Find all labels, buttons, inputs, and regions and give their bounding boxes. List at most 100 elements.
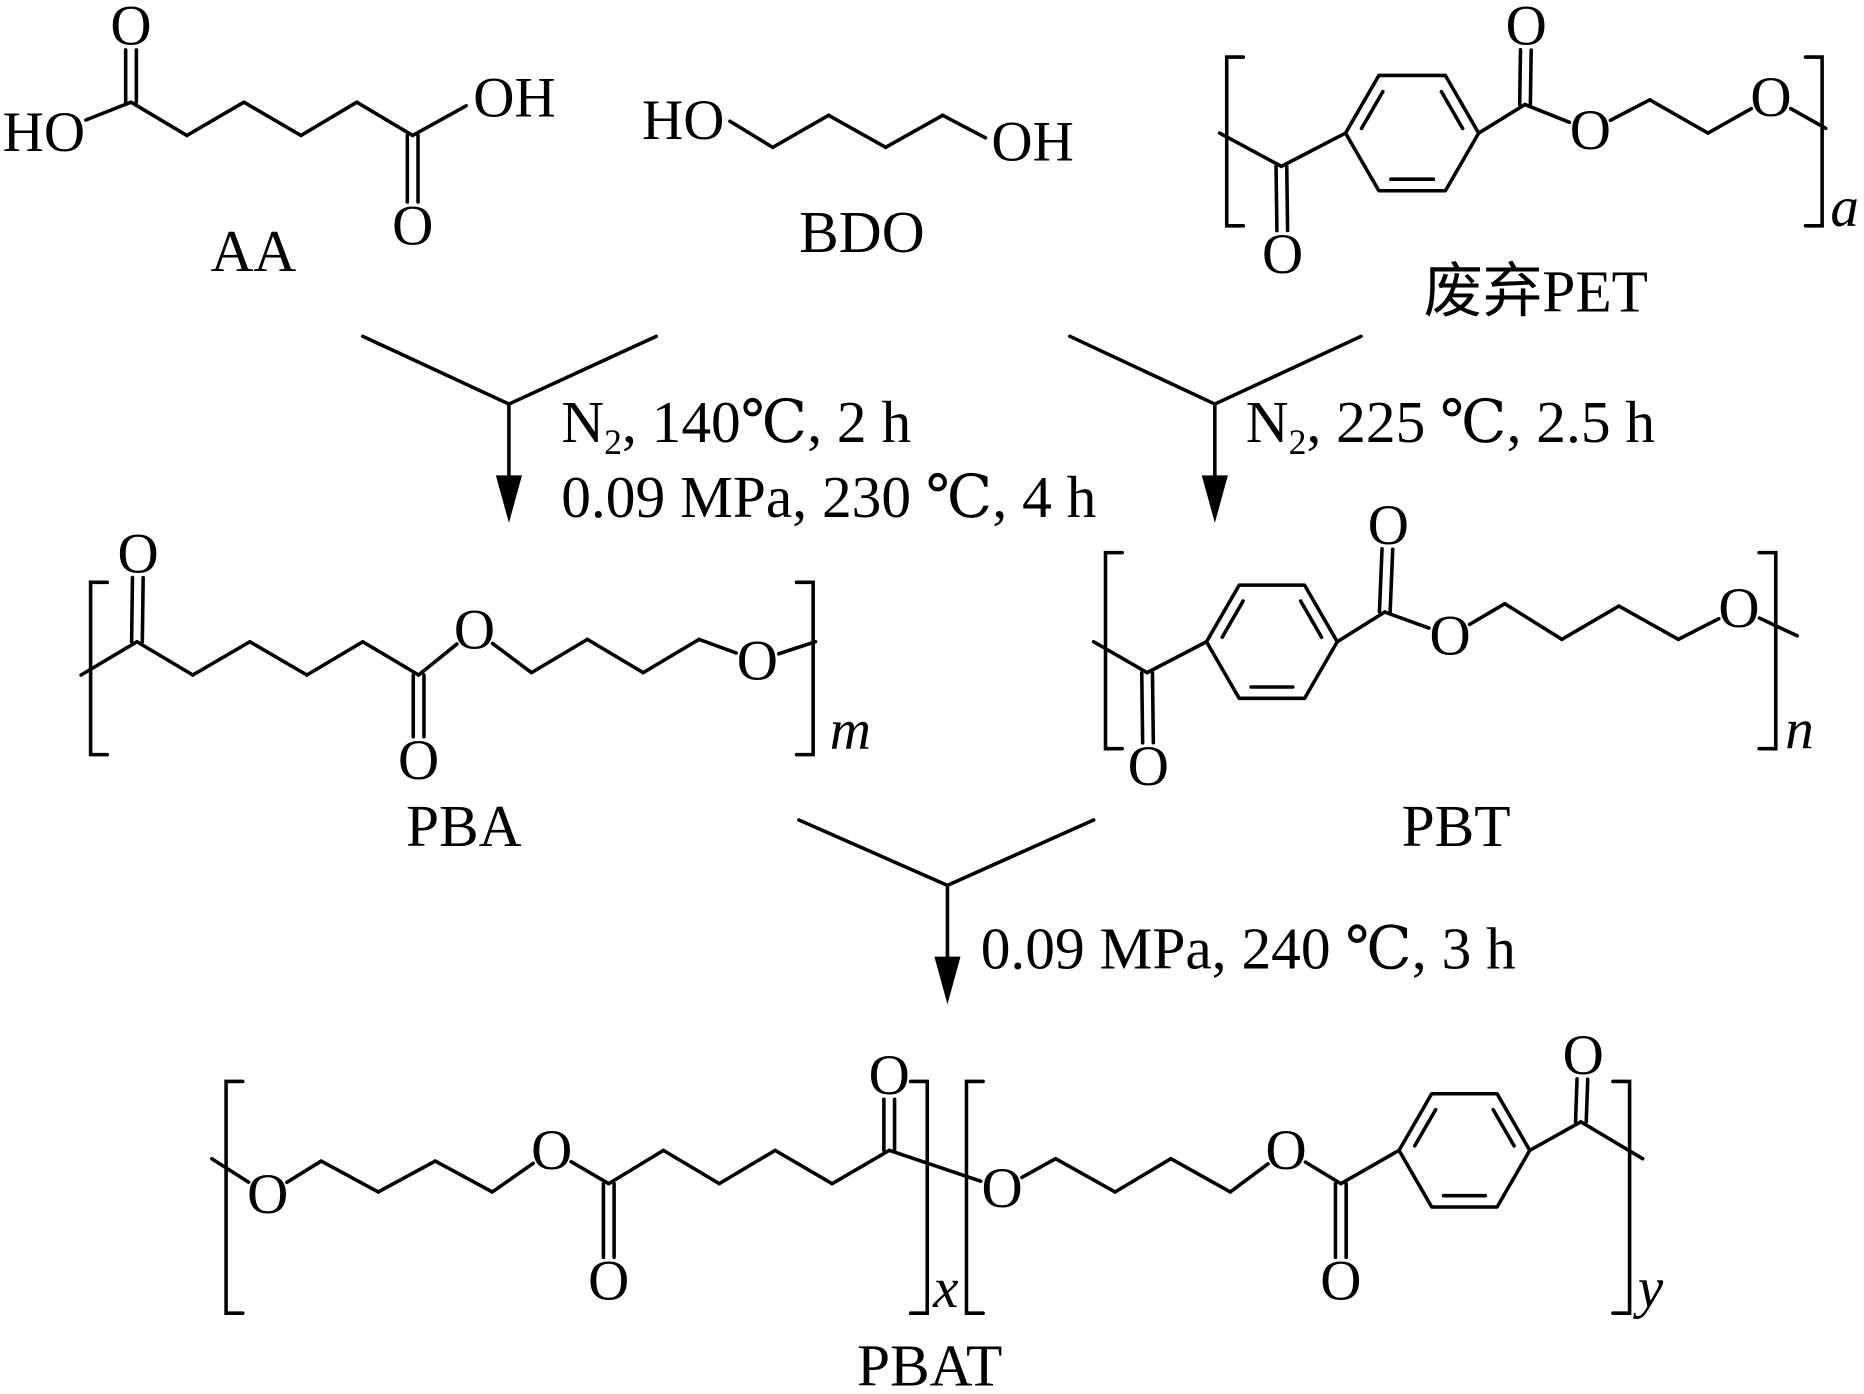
atom-label-o: O	[1718, 577, 1759, 640]
single-bond	[1339, 1148, 1401, 1186]
single-bond	[830, 1148, 891, 1186]
double-bond	[1528, 48, 1533, 107]
single-bond	[416, 642, 459, 677]
single-bond	[1467, 601, 1507, 627]
arrow-arm	[797, 818, 950, 888]
polymer-bracket	[794, 580, 815, 757]
condition-step3-line1: 0.09 MPa, 240 ℃, 3 h	[981, 916, 1516, 982]
single-bond	[883, 113, 945, 150]
single-bond	[1279, 131, 1348, 169]
atom-label-o: O	[1506, 0, 1547, 58]
single-bond	[585, 637, 645, 675]
single-bond	[529, 637, 590, 675]
compound-name-aa: AA	[211, 218, 297, 284]
aromatic-double-bond	[1359, 89, 1385, 131]
double-bond	[1274, 164, 1279, 233]
condition-gas: N	[561, 389, 604, 455]
arrow-head	[1201, 475, 1228, 523]
double-bond	[1573, 1077, 1579, 1124]
single-bond	[1676, 616, 1721, 642]
repeat-subscript: x	[932, 1257, 958, 1320]
repeat-subscript: m	[830, 699, 871, 762]
repeat-subscript: n	[1785, 699, 1814, 762]
single-bond	[1303, 1160, 1343, 1186]
compound-aa: HO O O OH AA	[3, 0, 556, 284]
single-bond	[376, 1159, 438, 1194]
atom-label-o: O	[737, 629, 778, 692]
atom-label-o: O	[1320, 1250, 1361, 1313]
single-bond	[410, 103, 468, 138]
polymer-bracket	[1611, 1079, 1632, 1315]
single-bond	[305, 639, 365, 677]
atom-label-o: O	[869, 1044, 910, 1107]
single-bond	[1091, 639, 1149, 675]
aromatic-double-bond	[1439, 89, 1465, 131]
single-bond	[1228, 1162, 1270, 1194]
single-bond	[1113, 1156, 1173, 1194]
single-bond	[641, 637, 701, 675]
single-bond	[1617, 604, 1681, 642]
benzene-ring	[1397, 1091, 1532, 1209]
benzene-ring	[1204, 583, 1340, 701]
double-bond	[1517, 48, 1523, 107]
aromatic-double-bond	[1298, 599, 1324, 639]
single-bond	[717, 1148, 777, 1186]
aromatic-double-bond	[1412, 1107, 1438, 1148]
single-bond	[1560, 604, 1621, 642]
compound-name-pet: 废弃PET	[1423, 258, 1647, 324]
single-bond	[697, 637, 738, 655]
polymer-bracket	[1757, 550, 1778, 751]
single-bond	[728, 119, 775, 150]
single-bond	[84, 100, 133, 122]
single-bond	[360, 639, 421, 677]
atom-label-o: O	[1570, 99, 1611, 162]
single-bond	[135, 639, 195, 677]
arrow-head	[934, 956, 961, 1005]
atom-label-o: O	[1262, 223, 1303, 286]
double-bond	[1139, 670, 1145, 745]
single-bond	[770, 113, 831, 150]
compound-name-pbt: PBT	[1402, 793, 1511, 859]
atom-label-o: O	[392, 194, 433, 257]
repeat-subscript: y	[1633, 1257, 1664, 1320]
single-bond	[940, 113, 988, 140]
aromatic-double-bond	[1220, 599, 1245, 639]
atom-label-o: O	[110, 0, 151, 58]
polymer-bracket	[908, 1079, 930, 1315]
single-bond	[1648, 98, 1710, 135]
single-bond	[191, 639, 252, 677]
single-bond	[1579, 1120, 1645, 1161]
single-bond	[1169, 1156, 1233, 1194]
atom-label-o: O	[1563, 1024, 1604, 1087]
atom-label-o: O	[118, 522, 159, 585]
single-bond	[887, 1148, 983, 1183]
double-bond	[129, 575, 135, 644]
single-bond	[319, 1159, 380, 1194]
double-bond	[1388, 547, 1395, 615]
arrow-arm	[360, 334, 511, 406]
atom-label-o: O	[531, 1119, 572, 1182]
atom-label-o: O	[982, 1157, 1023, 1220]
single-bond	[1217, 131, 1284, 169]
atom-label-ho: HO	[642, 89, 724, 152]
atom-label-oh: OH	[473, 66, 555, 129]
single-bond	[606, 1148, 666, 1186]
single-bond	[185, 100, 246, 138]
atom-label-o: O	[1368, 494, 1409, 557]
single-bond	[826, 113, 888, 150]
single-bond	[569, 1159, 611, 1186]
atom-label-o: O	[454, 598, 495, 661]
single-bond	[355, 100, 415, 138]
condition-params: , 225 ℃, 2.5 h	[1306, 389, 1655, 455]
atom-label-ho: HO	[3, 101, 85, 164]
single-bond	[776, 639, 818, 656]
polymer-bracket	[1224, 55, 1246, 228]
single-bond	[490, 641, 534, 675]
single-bond	[129, 100, 189, 138]
single-bond	[1757, 616, 1799, 638]
single-bond	[661, 1148, 722, 1186]
single-bond	[773, 1148, 834, 1186]
single-bond	[490, 1161, 535, 1194]
atom-label-o: O	[1430, 604, 1471, 667]
